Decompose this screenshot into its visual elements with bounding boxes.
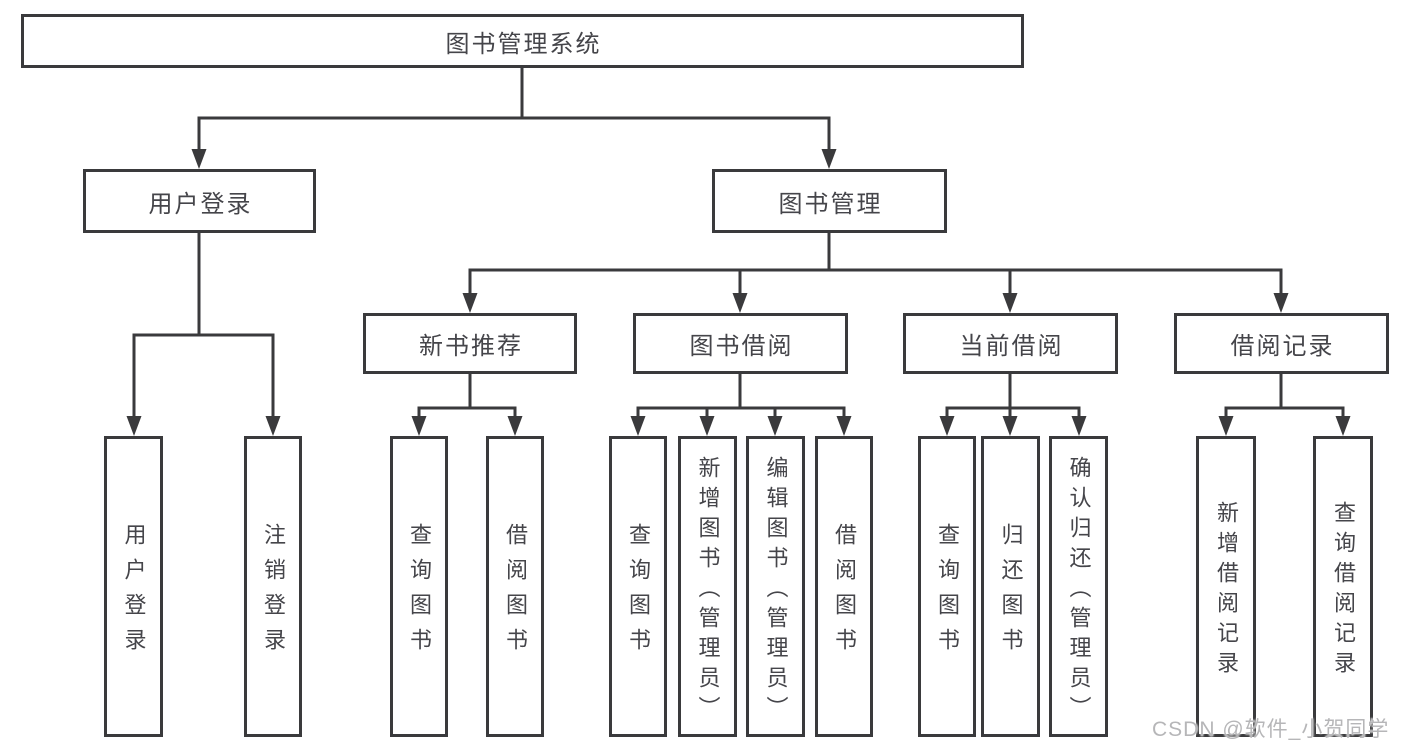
node-label-query-borrow-record: 查询借阅记录 (1331, 500, 1356, 681)
node-confirm-return-admin: 确认归还（管理员） (1049, 436, 1108, 737)
node-label-user-login-action: 用户登录 (121, 523, 147, 663)
node-add-books-admin: 新增图书（管理员） (678, 436, 737, 737)
node-label-current-borrowing: 当前借阅 (959, 333, 1064, 360)
node-label-confirm-return-admin: 确认归还（管理员） (1066, 455, 1092, 726)
node-label-query-books-2: 查询图书 (626, 523, 651, 663)
node-label-edit-books-admin: 编辑图书（管理员） (763, 455, 789, 726)
node-borrow-books-2: 借阅图书 (815, 436, 873, 737)
node-logout-action: 注销登录 (244, 436, 302, 737)
watermark-text: CSDN @软件_小贺同学 (1152, 718, 1390, 741)
node-label-user-login: 用户登录 (148, 190, 253, 218)
node-query-borrow-record: 查询借阅记录 (1313, 436, 1373, 737)
node-label-book-borrowing: 图书借阅 (689, 333, 794, 360)
node-borrowing-records: 借阅记录 (1174, 313, 1389, 374)
node-new-book-recommend: 新书推荐 (363, 313, 577, 374)
node-label-borrow-books-1: 借阅图书 (503, 523, 528, 663)
node-label-query-books-3: 查询图书 (935, 523, 960, 663)
node-query-books-1: 查询图书 (390, 436, 448, 737)
node-label-add-books-admin: 新增图书（管理员） (695, 455, 721, 726)
node-label-logout-action: 注销登录 (261, 523, 286, 663)
node-book-management: 图书管理 (712, 169, 947, 233)
node-borrow-books-1: 借阅图书 (486, 436, 544, 737)
node-label-borrow-books-2: 借阅图书 (832, 523, 857, 663)
node-label-root: 图书管理系统 (445, 30, 602, 58)
node-user-login: 用户登录 (83, 169, 316, 233)
node-book-borrowing: 图书借阅 (633, 313, 848, 374)
node-label-return-books: 归还图书 (998, 523, 1024, 663)
node-current-borrowing: 当前借阅 (903, 313, 1118, 374)
node-return-books: 归还图书 (981, 436, 1040, 737)
node-label-borrowing-records: 借阅记录 (1230, 333, 1335, 360)
node-label-add-borrow-record: 新增借阅记录 (1214, 500, 1239, 681)
node-label-new-book-recommend: 新书推荐 (419, 333, 523, 360)
node-label-query-books-1: 查询图书 (407, 523, 432, 663)
node-edit-books-admin: 编辑图书（管理员） (746, 436, 805, 737)
node-add-borrow-record: 新增借阅记录 (1196, 436, 1256, 737)
node-query-books-2: 查询图书 (609, 436, 667, 737)
node-label-book-management: 图书管理 (778, 190, 883, 218)
node-root: 图书管理系统 (21, 14, 1024, 68)
node-user-login-action: 用户登录 (104, 436, 163, 737)
node-query-books-3: 查询图书 (918, 436, 976, 737)
